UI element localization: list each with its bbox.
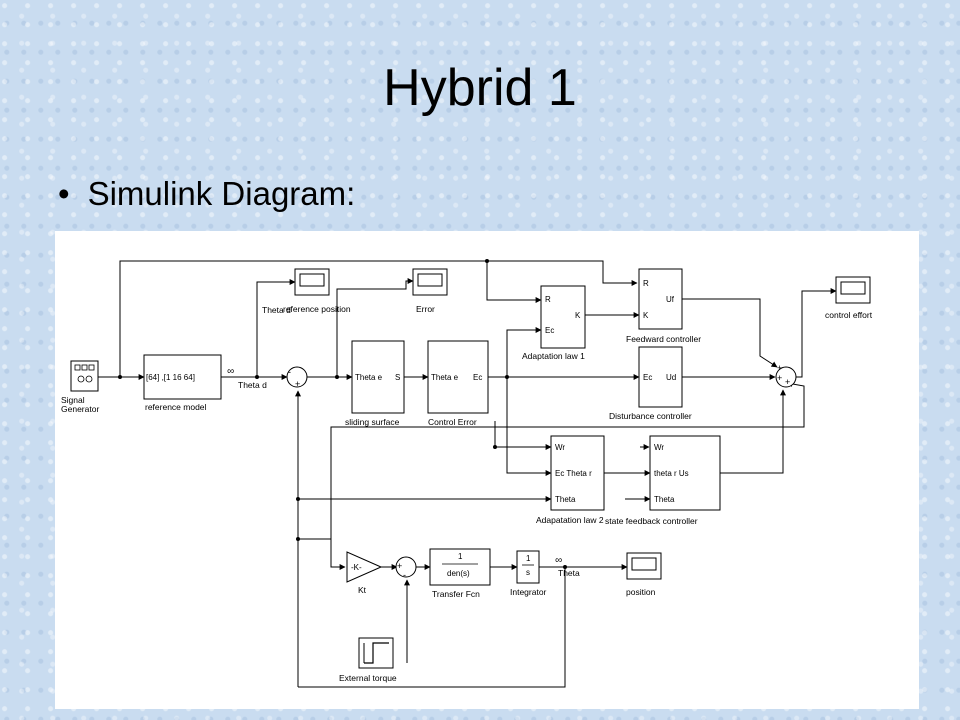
bullet-dot: •: [58, 175, 70, 212]
bullet-text: Simulink Diagram:: [87, 175, 356, 212]
adaptation-law-1-caption: Adaptation law 1: [522, 351, 585, 361]
disturbance-controller-block: [638, 346, 683, 408]
sliding-surface-caption: sliding surface: [345, 417, 400, 427]
theta-d-label-2: Theta d: [238, 380, 267, 390]
wire-uf-to-sum: [682, 298, 778, 368]
sliding-in-port: Theta e: [355, 373, 383, 382]
adapatation-law-2-caption: Adapatation law 2: [536, 515, 604, 525]
theta-d-label: Theta d: [262, 305, 291, 315]
integrator-block: [516, 550, 540, 584]
wire-top-loop: [119, 260, 638, 377]
wire-r-to-adapt1: [486, 261, 542, 303]
transfer-fcn-block: [429, 548, 491, 586]
sum-control-effort: [775, 366, 797, 388]
svg-text:+: +: [785, 377, 790, 387]
reference-model-caption: reference model: [145, 402, 207, 412]
external-torque-caption: External torque: [339, 673, 397, 683]
junction-dot: [255, 375, 259, 379]
theta-label: Theta: [558, 568, 580, 578]
state-feedback-controller-caption: state feedback controller: [605, 516, 698, 526]
control-effort-caption: control effort: [825, 310, 873, 320]
feedward-controller-caption: Feedward controller: [626, 334, 701, 344]
junction-dot: [563, 565, 567, 569]
wire-us-to-sum: [720, 389, 786, 474]
svg-text:-: -: [288, 367, 291, 377]
svg-text:+: +: [777, 373, 782, 383]
dist-ud-port: Ud: [666, 373, 676, 382]
svg-text:+: +: [777, 363, 782, 373]
dist-ec-port: Ec: [643, 373, 652, 382]
wire-sum-to-effort: [796, 288, 837, 378]
sfc-theta-port: Theta: [654, 495, 675, 504]
ctrlerr-in-port: Theta e: [431, 373, 459, 382]
junction-dot: [296, 497, 300, 501]
tf-numerator: 1: [458, 552, 463, 561]
sfc-thetar-port: theta r Us: [654, 469, 689, 478]
sum-torque: [395, 556, 417, 578]
signal-generator-caption-2: Generator: [61, 404, 99, 414]
adapt2-theta-port: Theta: [555, 495, 576, 504]
feedward-k-port: K: [643, 311, 649, 320]
sliding-out-port: S: [395, 373, 400, 382]
adapt1-ec-port: Ec: [545, 326, 554, 335]
svg-text:+: +: [397, 561, 402, 571]
junction-dot: [296, 537, 300, 541]
kt-gain-block: [346, 551, 383, 583]
reference-model-text: [64] ,[1 16 64]: [146, 373, 195, 382]
wire-to-kt: [330, 539, 346, 570]
reference-model-block: [143, 354, 222, 400]
junction-dot: [335, 375, 339, 379]
junction-dot: [505, 375, 509, 379]
feedward-uf-port: Uf: [666, 295, 675, 304]
wire-ec-to-adapt1: [506, 327, 542, 377]
kt-caption: Kt: [358, 585, 367, 595]
wire-ec-to-adapt2: [506, 377, 552, 476]
state-feedback-controller-block: [649, 435, 721, 511]
junction-dot: [118, 375, 122, 379]
adapt1-k-port: K: [575, 311, 581, 320]
transfer-fcn-caption: Transfer Fcn: [432, 589, 480, 599]
control-error-caption: Control Error: [428, 417, 477, 427]
integrator-caption: Integrator: [510, 587, 547, 597]
sfc-wr-port: Wr: [654, 443, 664, 452]
bullet-item: • Simulink Diagram:: [58, 175, 355, 213]
junction-dot: [493, 445, 497, 449]
wire-feedback-loop: [330, 380, 805, 539]
wire-to-error: [336, 278, 414, 377]
svg-text:+: +: [295, 379, 300, 389]
slide-title: Hybrid 1: [383, 59, 577, 117]
feedward-r-port: R: [643, 279, 649, 288]
integrator-denominator: s: [526, 568, 530, 577]
sliding-surface-block: [351, 340, 405, 414]
position-caption: position: [626, 587, 656, 597]
wire-to-refpos: [256, 279, 296, 377]
control-error-block: [427, 340, 489, 414]
signal-generator-block: [70, 360, 99, 392]
adapt1-r-port: R: [545, 295, 551, 304]
wire-theta-bottom: [298, 567, 566, 688]
reference-position-caption: reference position: [283, 304, 351, 314]
signal-logging-icon-2: ∞: [555, 555, 562, 566]
diagram-svg: - + + + + + - Signal Generator [64] ,[1 …: [61, 259, 873, 688]
adapt2-ec-port: Ec Theta r: [555, 469, 592, 478]
simulink-diagram: - + + + + + - Signal Generator [64] ,[1 …: [55, 231, 919, 709]
svg-text:-: -: [403, 570, 406, 580]
adapt2-wr-port: Wr: [555, 443, 565, 452]
feedward-controller-block: [638, 268, 683, 330]
tf-denominator: den(s): [447, 569, 470, 578]
signal-generator-caption: Signal: [61, 395, 85, 405]
kt-gain-text: -K-: [351, 563, 362, 572]
error-caption: Error: [416, 304, 435, 314]
ctrlerr-out-port: Ec: [473, 373, 482, 382]
adapatation-law-2-block: [550, 435, 605, 511]
integrator-numerator: 1: [526, 554, 531, 563]
junction-dot: [485, 259, 489, 263]
sum-theta-e: [286, 366, 308, 388]
signal-logging-icon: ∞: [227, 366, 234, 377]
adaptation-law-1-block: [540, 285, 586, 349]
disturbance-controller-caption: Disturbance controller: [609, 411, 692, 421]
